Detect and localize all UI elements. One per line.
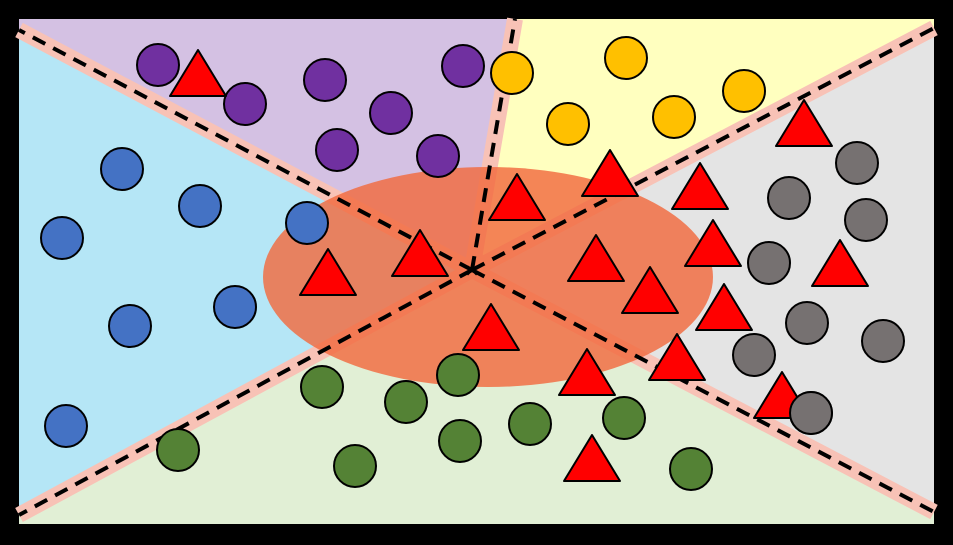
boundary-bottom-left-dashed-line bbox=[18, 268, 473, 517]
gray-circle-marker bbox=[767, 176, 811, 220]
gray-circle-marker bbox=[747, 241, 791, 285]
red-triangle-marker bbox=[621, 266, 679, 314]
boundary-bottom-right-dashed-line bbox=[471, 268, 935, 514]
gray-circle-marker bbox=[844, 198, 888, 242]
center-cross-icon: × bbox=[464, 260, 479, 281]
red-triangle-marker bbox=[695, 283, 753, 331]
red-triangle-marker bbox=[299, 248, 357, 296]
green-circle-marker bbox=[669, 447, 713, 491]
green-circle-marker bbox=[333, 444, 377, 488]
boundary-top-right-dashed-line bbox=[471, 26, 935, 272]
blue-circle-marker bbox=[100, 147, 144, 191]
yellow-circle-marker bbox=[722, 69, 766, 113]
green-circle-marker bbox=[384, 380, 428, 424]
boundary-top-left-dashed-line bbox=[18, 28, 473, 272]
blue-circle-marker bbox=[44, 404, 88, 448]
purple-circle-marker bbox=[136, 43, 180, 87]
red-triangle-marker bbox=[391, 229, 449, 277]
gray-circle-marker bbox=[861, 319, 905, 363]
red-triangle-marker bbox=[462, 303, 520, 351]
purple-circle-marker bbox=[416, 134, 460, 178]
blue-circle-marker bbox=[40, 216, 84, 260]
green-circle-marker bbox=[436, 353, 480, 397]
red-triangle-marker bbox=[671, 162, 729, 210]
green-circle-marker bbox=[156, 428, 200, 472]
red-triangle-marker bbox=[648, 333, 706, 381]
red-triangle-marker bbox=[567, 234, 625, 282]
blue-circle-marker bbox=[178, 184, 222, 228]
purple-circle-marker bbox=[223, 82, 267, 126]
purple-circle-marker bbox=[303, 58, 347, 102]
red-triangle-marker bbox=[811, 239, 869, 287]
gray-circle-marker bbox=[785, 301, 829, 345]
blue-circle-marker bbox=[108, 304, 152, 348]
blue-circle-marker bbox=[213, 285, 257, 329]
red-triangle-marker bbox=[775, 99, 833, 147]
yellow-circle-marker bbox=[652, 95, 696, 139]
purple-circle-marker bbox=[369, 91, 413, 135]
purple-circle-marker bbox=[315, 128, 359, 172]
green-circle-marker bbox=[602, 396, 646, 440]
gray-circle-marker bbox=[732, 333, 776, 377]
red-triangle-marker bbox=[558, 348, 616, 396]
red-triangle-marker bbox=[684, 219, 742, 267]
center-ellipse-layer bbox=[263, 167, 713, 387]
yellow-circle-marker bbox=[490, 51, 534, 95]
red-triangle-marker bbox=[169, 49, 227, 97]
yellow-circle-marker bbox=[604, 36, 648, 80]
center-ellipse bbox=[263, 167, 713, 387]
green-circle-marker bbox=[508, 402, 552, 446]
green-circle-marker bbox=[300, 365, 344, 409]
red-triangle-marker bbox=[563, 434, 621, 482]
green-circle-marker bbox=[438, 419, 482, 463]
yellow-circle-marker bbox=[546, 102, 590, 146]
red-triangle-marker bbox=[581, 149, 639, 197]
points-layer bbox=[40, 36, 905, 491]
blue-circle-marker bbox=[285, 201, 329, 245]
purple-circle-marker bbox=[441, 44, 485, 88]
gray-circle-marker bbox=[789, 391, 833, 435]
gray-circle-marker bbox=[835, 141, 879, 185]
red-triangle-marker bbox=[488, 173, 546, 221]
